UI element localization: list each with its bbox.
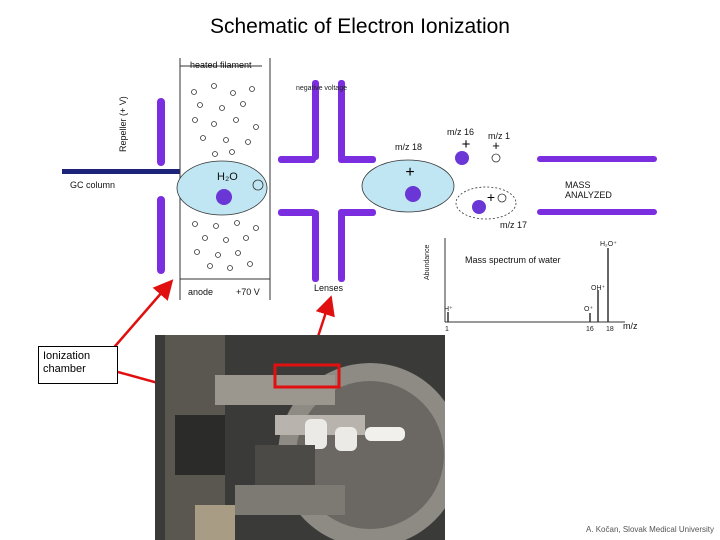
repeller-plate-bottom [157, 196, 165, 274]
mz1-label: m/z 1 [488, 131, 511, 141]
spectrum-ylabel: Abundance [424, 244, 431, 280]
lens-left-top [278, 156, 316, 163]
peak-label-h2o: H₂O⁺ [600, 241, 617, 248]
lens-right-bottom [338, 209, 376, 216]
oh-ion-region [455, 186, 517, 220]
o-ion-icon [455, 151, 469, 165]
arrow-to-schematic [109, 279, 174, 353]
mass-analyzed-label: MASS ANALYZED [565, 180, 612, 200]
anode-label: anode [188, 287, 214, 297]
negative-voltage-label: negative voltage [296, 85, 347, 92]
peak-label-h: H⁺ [444, 306, 453, 313]
tick-label-18: 18 [606, 326, 614, 333]
repeller-plate-top [157, 98, 165, 166]
spectrum-title: Mass spectrum of water [465, 255, 561, 265]
plus-icon: + [492, 138, 500, 153]
plus-icon: + [487, 189, 495, 205]
mz17-label: m/z 17 [500, 220, 528, 230]
plus-icon: + [462, 136, 471, 153]
lenses-label: Lenses [314, 283, 344, 293]
gc-column-label: GC column [70, 180, 116, 190]
mz18-label: m/z 18 [395, 142, 423, 152]
electrons-bottom [192, 220, 259, 271]
ion-cloud [361, 159, 455, 213]
exit-plate-top [537, 156, 657, 162]
tick-label-1: 1 [445, 326, 449, 333]
lens-bottom-right [338, 210, 345, 282]
ionization-cloud [176, 160, 268, 216]
electron-icon [252, 179, 264, 191]
anode-voltage-label: +70 V [236, 287, 260, 297]
peak-label-o: O⁺ [584, 306, 594, 313]
plus-icon: + [405, 164, 414, 181]
peak-label-oh: OH⁺ [591, 285, 606, 292]
tick-label-16: 16 [586, 326, 594, 333]
ionization-chamber-photo [155, 335, 445, 540]
lens-left-bottom [278, 209, 316, 216]
lens-right-top [338, 156, 376, 163]
gc-column-rail [62, 169, 180, 174]
lens-top-left [312, 80, 319, 160]
mass-spectrum-chart [444, 238, 625, 323]
spectrum-xlabel: m/z [623, 321, 638, 331]
ionization-chamber-callout: Ionization chamber [38, 346, 118, 384]
oh-ion-icon [472, 200, 486, 214]
lens-highlight-box [273, 363, 341, 389]
credit-text: A. Kočan, Slovak Medical University [585, 525, 714, 534]
lens-bottom-left [312, 210, 319, 282]
lens-top-right [338, 80, 345, 160]
exit-plate-bottom [537, 209, 657, 215]
mz16-label: m/z 16 [447, 127, 475, 137]
h2o-molecule-icon [216, 189, 232, 205]
repeller-label: Repeller (+ V) [118, 96, 128, 152]
electrons-top [191, 83, 259, 157]
heated-filament-label: heated filament [190, 60, 252, 70]
page-title: Schematic of Electron Ionization [210, 15, 510, 38]
h-ion-icon [491, 153, 501, 163]
h2o-ion-icon [405, 186, 421, 202]
h2o-label: H₂O [217, 171, 238, 183]
